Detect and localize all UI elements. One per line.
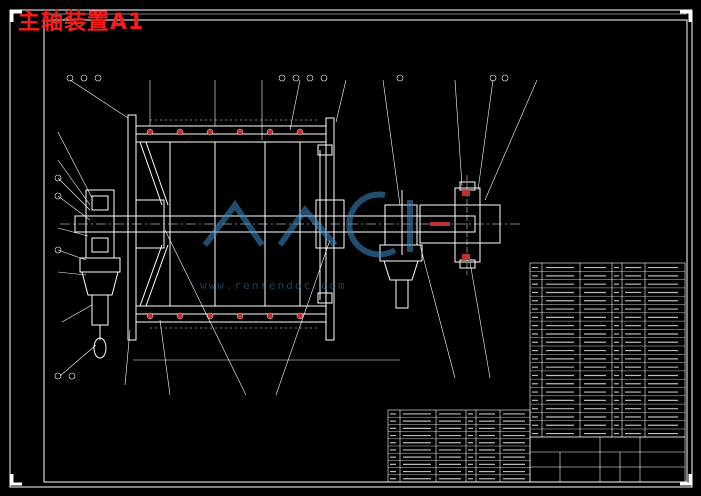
leader-lines [57, 79, 538, 396]
watermark-text: www.renrendoc.com [200, 279, 347, 292]
title-block [529, 436, 686, 483]
coupling-hatch [430, 190, 470, 260]
left-bearing [79, 189, 121, 359]
balloon-markers [54, 74, 509, 380]
main-shaft [60, 204, 520, 244]
table-cell-marks [390, 266, 678, 480]
sheet-frame [9, 9, 693, 488]
right-bearing [379, 190, 423, 309]
drawing-title: 主轴装置A1 [18, 10, 145, 35]
parts-list-rows [530, 271, 685, 430]
drum-assembly [127, 114, 345, 341]
rope-sections [146, 128, 304, 320]
corner-mark-icon [10, 10, 692, 486]
watermark-logo-icon [202, 191, 413, 258]
lower-table-rows [388, 417, 530, 483]
